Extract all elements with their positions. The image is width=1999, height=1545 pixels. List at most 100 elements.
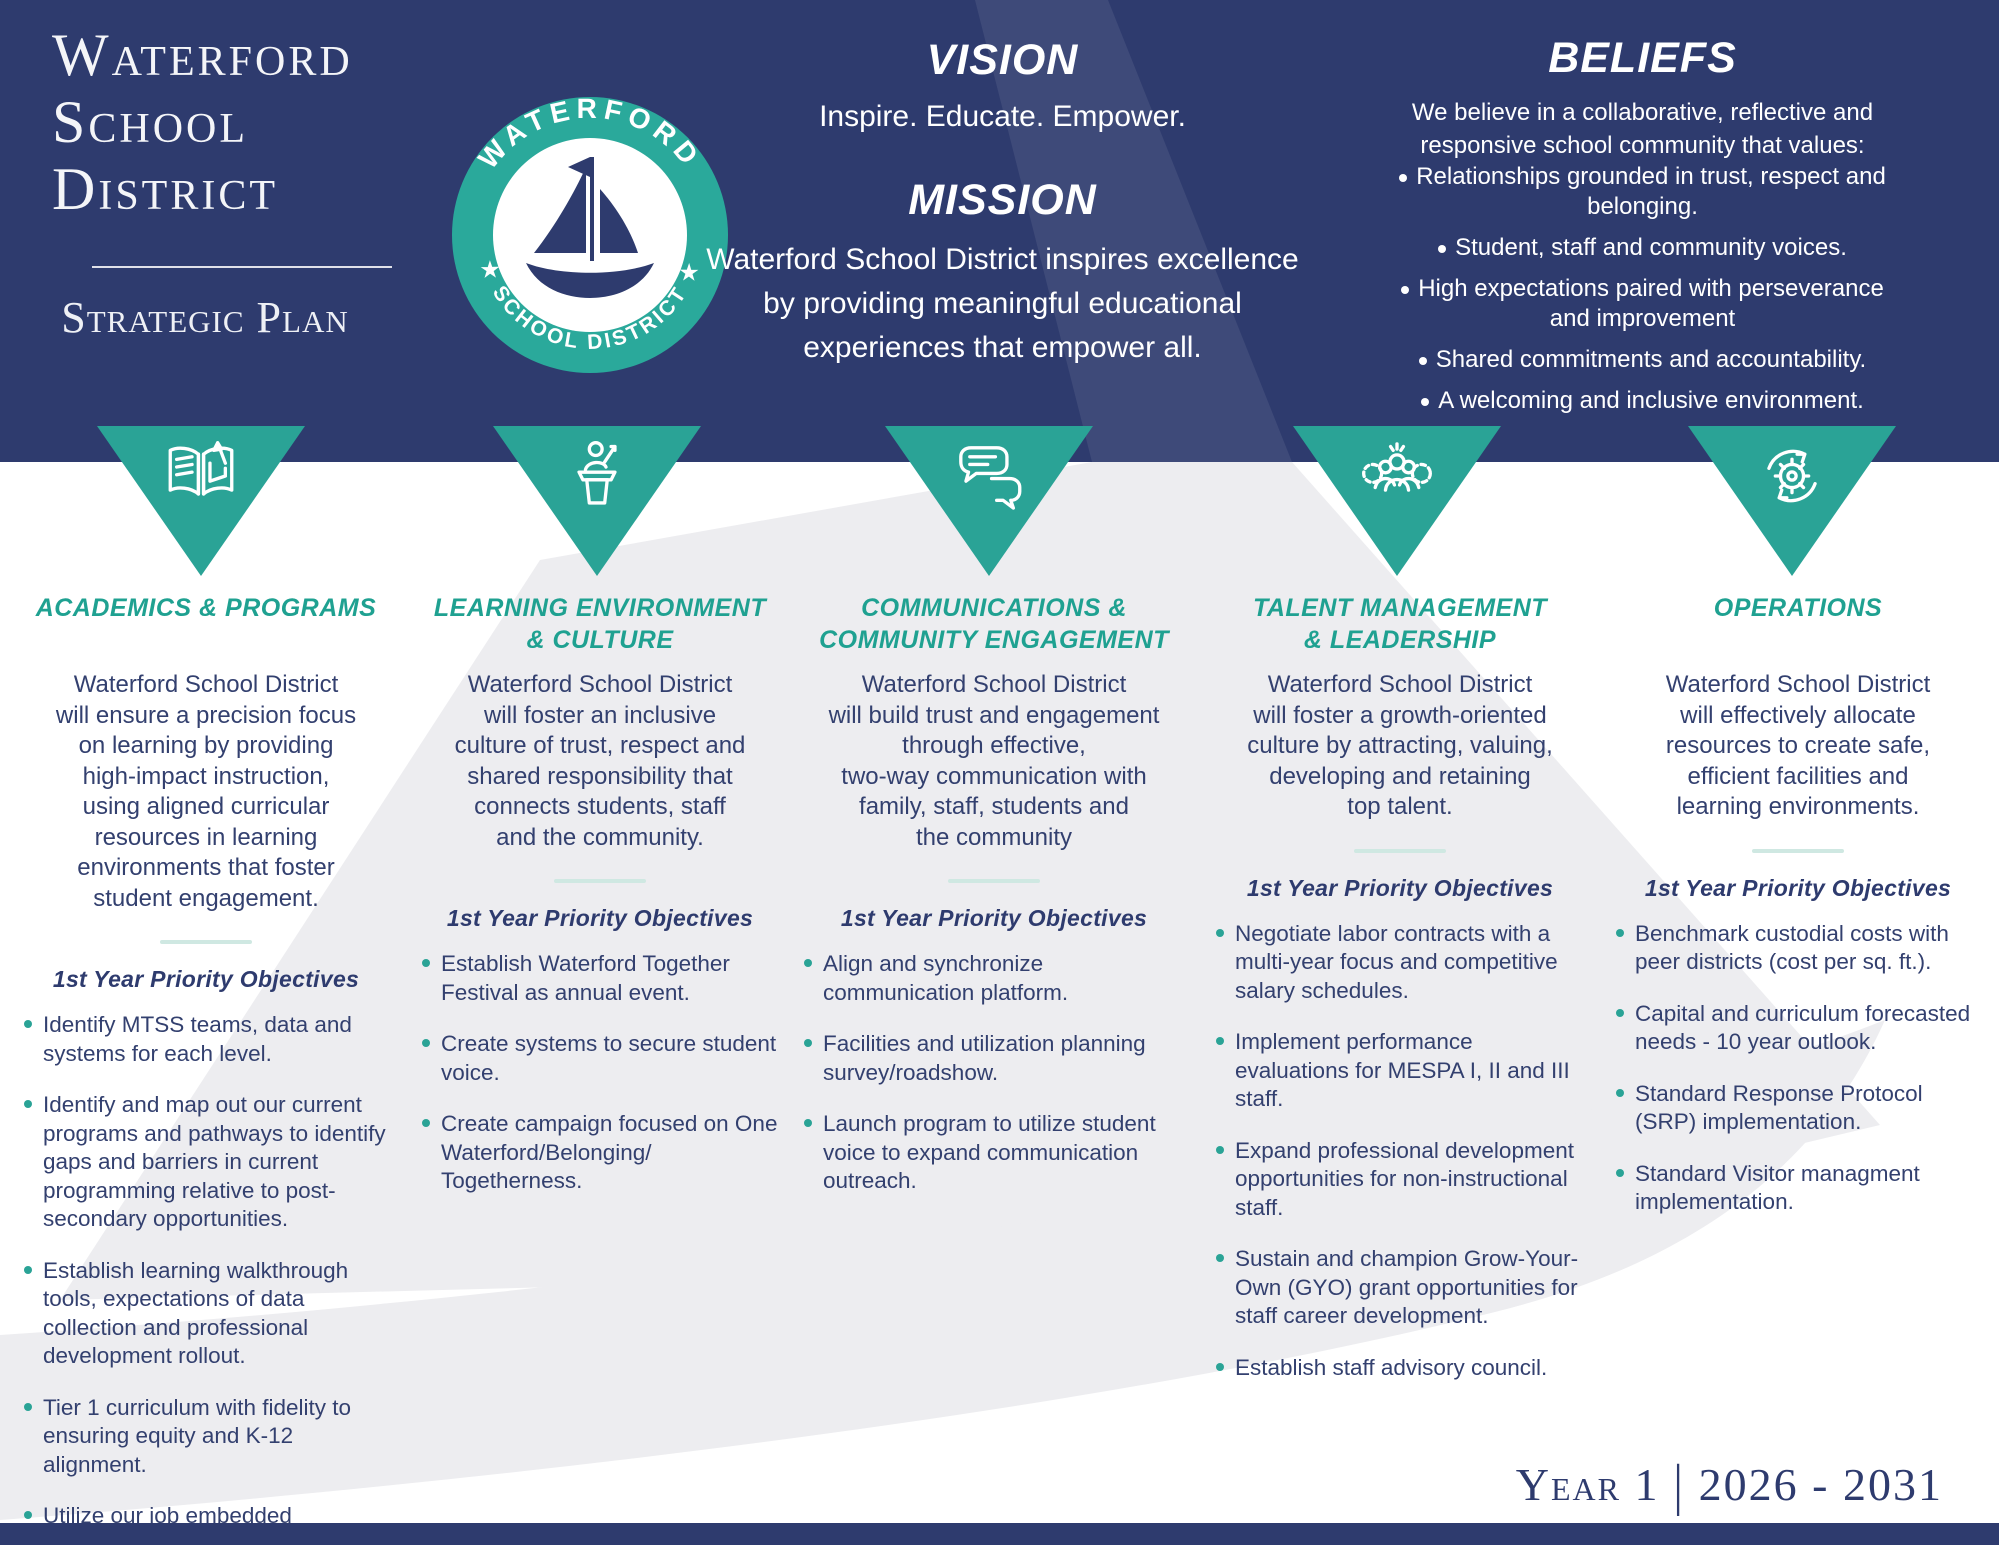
objective-item-text: Establish Waterford Together Festival as… [441,951,730,1005]
bullet-icon [1216,1254,1224,1262]
pillar-section-talent-management: TALENT MANAGEMENT & LEADERSHIP Waterford… [1212,592,1588,1405]
pillar-triangle-learning-environment [493,426,701,576]
pillar-divider [1752,848,1844,853]
pillar-section-communications: COMMUNICATIONS & COMMUNITY ENGAGEMENT Wa… [800,592,1188,1219]
objective-item: Identify MTSS teams, data and systems fo… [24,1011,392,1068]
objective-item-text: Align and synchronize communication plat… [823,951,1069,1005]
objective-item: Sustain and champion Grow-Your-Own (GYO)… [1216,1245,1588,1331]
objective-item-text: Sustain and champion Grow-Your-Own (GYO)… [1235,1246,1579,1328]
bullet-icon [1401,286,1410,294]
bullet-icon [1616,1088,1624,1097]
objectives-heading: 1st Year Priority Objectives [446,905,754,931]
objective-item: Create systems to secure student voice. [422,1030,782,1087]
objective-item-text: Standard Response Protocol (SRP) impleme… [1635,1080,1923,1135]
objective-item: Benchmark custodial costs with peer dist… [1616,920,1984,977]
pillar-divider [1354,848,1446,853]
objective-item: Establish learning walkthrough tools, ex… [24,1257,392,1371]
objective-item-text: Identify MTSS teams, data and systems fo… [43,1012,352,1066]
objectives-heading: 1st Year Priority Objectives [52,966,360,992]
objectives-heading: 1st Year Priority Objectives [840,905,1148,931]
objective-item: Launch program to utilize student voice … [804,1110,1188,1196]
beliefs-intro: We believe in a collaborative, reflectiv… [1411,99,1874,159]
objective-item: Standard Visitor managment implementatio… [1616,1160,1984,1217]
bullet-icon [804,959,812,967]
belief-item-text: Relationships grounded in trust, respect… [1416,163,1886,220]
pillar-section-operations: OPERATIONS Waterford School District wil… [1612,592,1984,1240]
objective-item-text: Create campaign focused on One Waterford… [441,1111,778,1193]
bullet-icon [1216,928,1224,937]
pillar-description: Waterford School District will build tru… [828,671,1160,851]
vision-tagline: Inspire. Educate. Empower. [819,100,1186,133]
footer-year-range: 2026 - 2031 [1698,1459,1943,1510]
bottom-bar [0,1523,1999,1545]
objective-item: Negotiate labor contracts with a multi-y… [1216,920,1588,1006]
objective-item-text: Identify and map out our current program… [43,1092,386,1231]
objective-item: Identify and map out our current program… [24,1091,392,1234]
objective-item-text: Standard Visitor managment implementatio… [1635,1160,1920,1215]
objectives-heading: 1st Year Priority Objectives [1644,874,1952,901]
objective-item-text: Negotiate labor contracts with a multi-y… [1235,920,1558,1003]
brand-block: Waterford School District [52,22,472,223]
pillar-divider [160,940,252,944]
footer-separator: | [1673,1452,1685,1517]
bullet-icon [1216,1145,1224,1154]
pillar-triangle-operations [1688,426,1896,576]
objective-item: Establish staff advisory council. [1216,1354,1588,1383]
bullet-icon [422,1119,430,1127]
objective-item-text: Create systems to secure student voice. [441,1031,777,1085]
objective-item: Establish Waterford Together Festival as… [422,950,782,1007]
objective-item-text: Establish learning walkthrough tools, ex… [43,1257,349,1369]
objective-item-text: Implement performance evaluations for ME… [1235,1029,1570,1111]
beliefs-heading: BELIEFS [1548,34,1737,82]
beliefs-list: Relationships grounded in trust, respect… [1380,162,1905,427]
belief-item-text: Shared commitments and accountability. [1435,346,1867,373]
gear-cycle-icon [1767,449,1817,503]
pillar-section-learning-environment: LEARNING ENVIRONMENT & CULTURE Waterford… [418,592,782,1219]
belief-item-text: High expectations paired with perseveran… [1418,275,1884,332]
belief-item: Relationships grounded in trust, respect… [1380,162,1905,222]
objective-item-text: Benchmark custodial costs with peer dist… [1635,920,1949,975]
pillar-divider [554,879,646,883]
pillar-section-academics: ACADEMICS & PROGRAMS Waterford School Di… [20,592,392,1545]
vision-heading: VISION [926,36,1079,84]
belief-item: A welcoming and inclusive environment. [1380,386,1905,416]
objective-item: Facilities and utilization planning surv… [804,1030,1188,1087]
bullet-icon [1216,1037,1224,1045]
objective-item: Tier 1 curriculum with fidelity to ensur… [24,1394,392,1480]
pillar-title: ACADEMICS & PROGRAMS [35,594,377,622]
bullet-icon [1616,928,1624,937]
bullet-icon [422,1039,430,1047]
pillar-triangle-academics [97,426,305,576]
logo-sailboat [526,157,654,298]
objectives-heading: 1st Year Priority Objectives [1246,874,1554,901]
bullet-icon [1616,1168,1624,1177]
objective-item: Create campaign focused on One Waterford… [422,1110,782,1196]
district-title-line3: District [52,156,278,222]
bullet-icon [1438,245,1447,253]
podium-speaker-icon [577,441,617,505]
footer-year-label: Year 1 [1515,1459,1660,1510]
bullet-icon [1418,357,1427,365]
pillar-title: COMMUNICATIONS & COMMUNITY ENGAGEMENT [819,594,1169,654]
objective-item-text: Establish staff advisory council. [1235,1354,1548,1380]
bullet-icon [1216,1362,1224,1371]
objective-item: Align and synchronize communication plat… [804,950,1188,1007]
objective-item-text: Facilities and utilization planning surv… [823,1031,1146,1085]
pillar-title: TALENT MANAGEMENT & LEADERSHIP [1252,594,1548,654]
bullet-icon [24,1020,32,1028]
bullet-icon [804,1039,812,1047]
bullet-icon [804,1119,812,1127]
pillar-title: LEARNING ENVIRONMENT & CULTURE [433,594,767,654]
speech-bubbles-icon [959,446,1022,510]
objective-item: Expand professional development opportun… [1216,1137,1588,1223]
bullet-icon [1399,174,1408,182]
district-title: Waterford School District [52,22,472,223]
objective-item: Implement performance evaluations for ME… [1216,1028,1588,1114]
objective-item: Standard Response Protocol (SRP) impleme… [1616,1080,1984,1137]
book-pen-icon [168,441,234,496]
pillar-triangle-communications [885,426,1093,576]
belief-item: Student, staff and community voices. [1380,233,1905,263]
belief-item-text: A welcoming and inclusive environment. [1438,387,1864,414]
objectives-list: Negotiate labor contracts with a multi-y… [1212,920,1588,1383]
